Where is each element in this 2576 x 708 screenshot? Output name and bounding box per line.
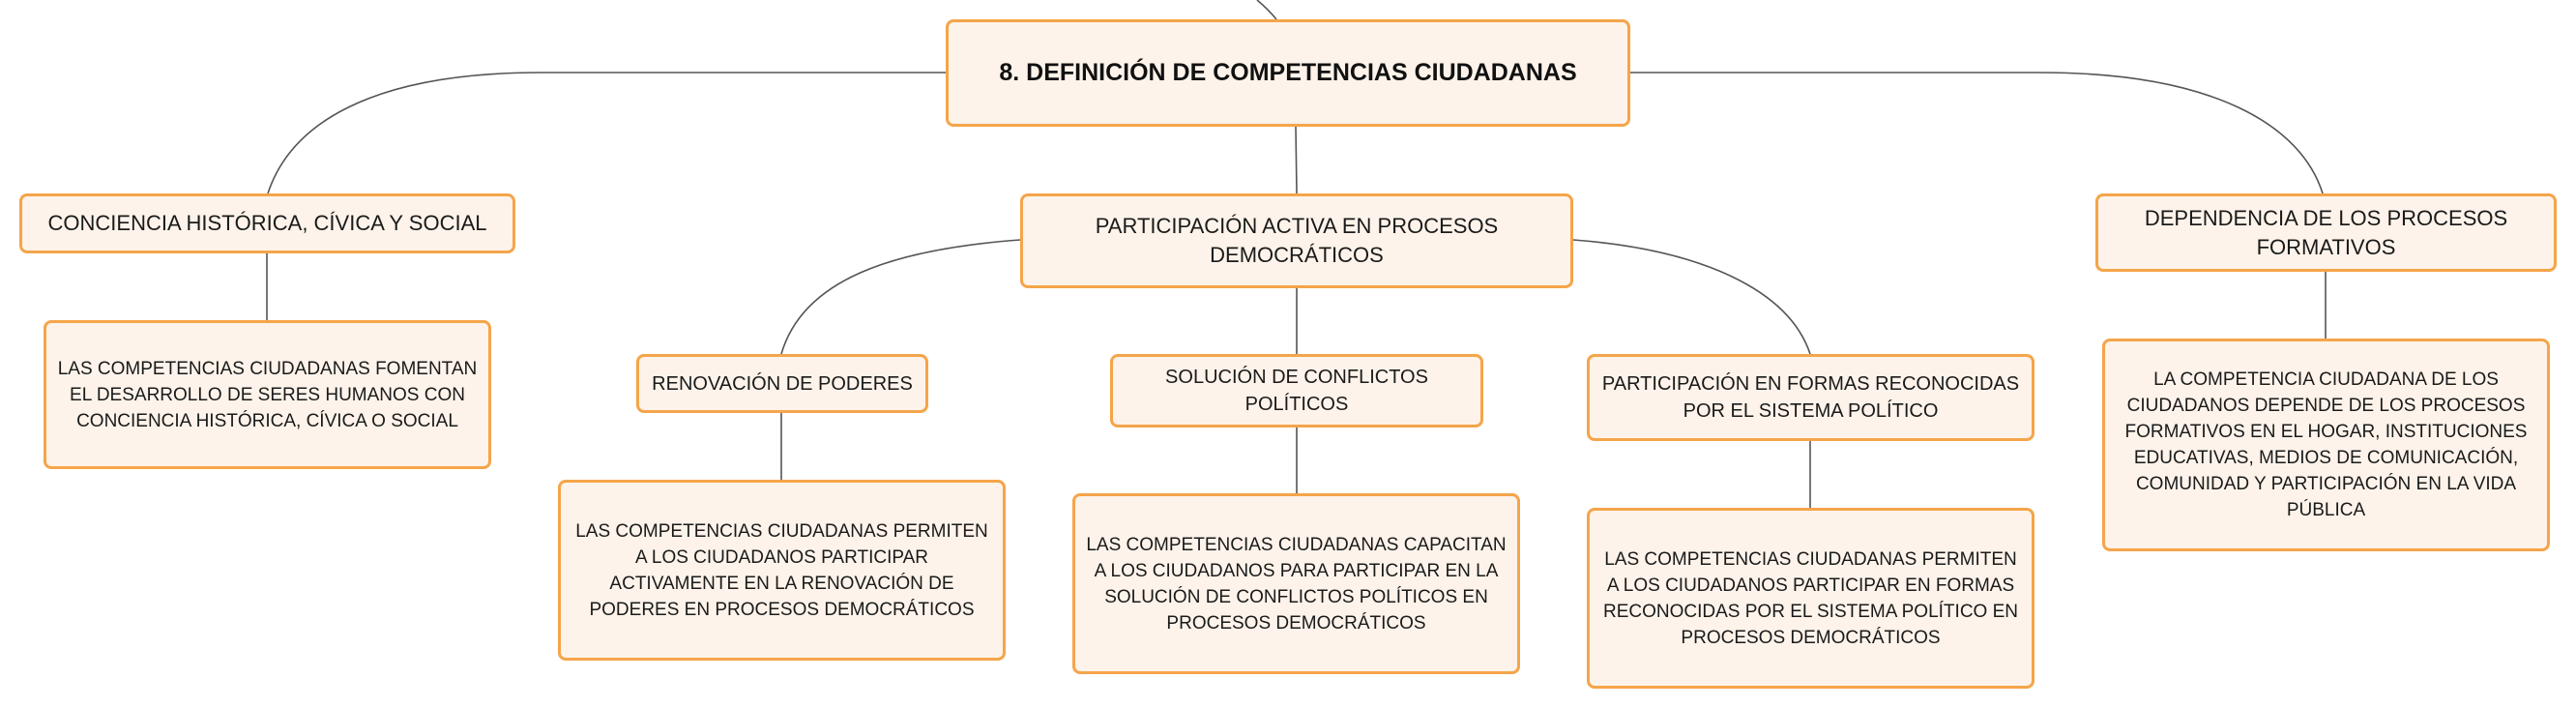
connector-root-to-participacion: [1295, 126, 1298, 194]
node-renovacion-label: RENOVACIÓN DE PODERES: [652, 372, 913, 395]
node-dependencia-detail[interactable]: LA COMPETENCIA CIUDADANA DE LOS CIUDADAN…: [2102, 339, 2550, 551]
node-participacion-label: PARTICIPACIÓN ACTIVA EN PROCESOS DEMOCRÁ…: [1095, 214, 1499, 267]
node-solucion-detail[interactable]: LAS COMPETENCIAS CIUDADANAS CAPACITAN A …: [1072, 493, 1520, 674]
node-conciencia-detail-text: LAS COMPETENCIAS CIUDADANAS FOMENTAN EL …: [57, 358, 478, 431]
node-formas[interactable]: PARTICIPACIÓN EN FORMAS RECONOCIDAS POR …: [1587, 354, 2034, 441]
node-dependencia[interactable]: DEPENDENCIA DE LOS PROCESOS FORMATIVOS: [2095, 193, 2557, 272]
node-renovacion-detail[interactable]: LAS COMPETENCIAS CIUDADANAS PERMITEN A L…: [558, 480, 1006, 661]
connector-parent-to-root: [1256, 0, 1277, 20]
node-renovacion[interactable]: RENOVACIÓN DE PODERES: [636, 354, 928, 413]
node-conciencia[interactable]: CONCIENCIA HISTÓRICA, CÍVICA Y SOCIAL: [19, 193, 515, 253]
node-formas-detail[interactable]: LAS COMPETENCIAS CIUDADANAS PERMITEN A L…: [1587, 508, 2034, 689]
node-dependencia-detail-text: LA COMPETENCIA CIUDADANA DE LOS CIUDADAN…: [2124, 369, 2528, 520]
node-dependencia-label: DEPENDENCIA DE LOS PROCESOS FORMATIVOS: [2144, 205, 2508, 259]
connector-participacion-to-formas: [1572, 239, 1811, 355]
node-solucion-detail-text: LAS COMPETENCIAS CIUDADANAS CAPACITAN A …: [1086, 534, 1507, 634]
connector-root-to-dependencia: [1629, 72, 2324, 194]
connector-root-to-conciencia: [267, 72, 948, 194]
root-node-label: 8. DEFINICIÓN DE COMPETENCIAS CIUDADANAS: [999, 59, 1577, 86]
node-renovacion-detail-text: LAS COMPETENCIAS CIUDADANAS PERMITEN A L…: [575, 520, 988, 620]
node-solucion[interactable]: SOLUCIÓN DE CONFLICTOS POLÍTICOS: [1110, 354, 1483, 428]
root-node[interactable]: 8. DEFINICIÓN DE COMPETENCIAS CIUDADANAS: [946, 19, 1630, 127]
node-conciencia-detail[interactable]: LAS COMPETENCIAS CIUDADANAS FOMENTAN EL …: [44, 320, 491, 469]
node-conciencia-label: CONCIENCIA HISTÓRICA, CÍVICA Y SOCIAL: [47, 211, 487, 235]
node-formas-detail-text: LAS COMPETENCIAS CIUDADANAS PERMITEN A L…: [1603, 548, 2018, 648]
node-participacion[interactable]: PARTICIPACIÓN ACTIVA EN PROCESOS DEMOCRÁ…: [1020, 193, 1573, 288]
node-solucion-label: SOLUCIÓN DE CONFLICTOS POLÍTICOS: [1165, 367, 1428, 415]
node-formas-label: PARTICIPACIÓN EN FORMAS RECONOCIDAS POR …: [1601, 373, 2020, 422]
connector-participacion-to-renovacion: [780, 239, 1021, 355]
